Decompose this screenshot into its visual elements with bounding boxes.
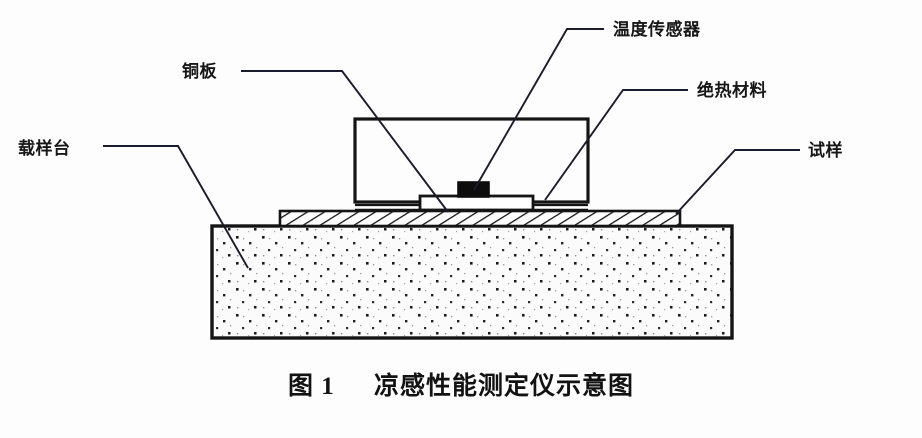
leader-line-stage bbox=[103, 145, 249, 269]
label-temperature-sensor: 温度传感器 bbox=[613, 20, 701, 39]
specimen-layer bbox=[278, 209, 682, 228]
label-insulation-material: 绝热材料 bbox=[697, 81, 767, 100]
label-specimen: 试样 bbox=[808, 141, 843, 160]
leader-line-insulation bbox=[544, 89, 688, 201]
caption-title: 凉感性能测定仪示意图 bbox=[374, 373, 635, 400]
label-copper-plate: 铜板 bbox=[182, 62, 217, 81]
leader-line-temperature-sensor bbox=[473, 28, 604, 191]
leader-line-specimen bbox=[675, 149, 800, 215]
leader-line-copper-plate bbox=[241, 70, 449, 213]
label-sample-stage: 载样台 bbox=[18, 139, 71, 158]
sample-stage-base bbox=[210, 224, 734, 340]
figure-caption: 图 1 凉感性能测定仪示意图 bbox=[0, 366, 922, 402]
caption-number: 1 bbox=[321, 373, 335, 400]
caption-label: 图 bbox=[287, 373, 314, 400]
